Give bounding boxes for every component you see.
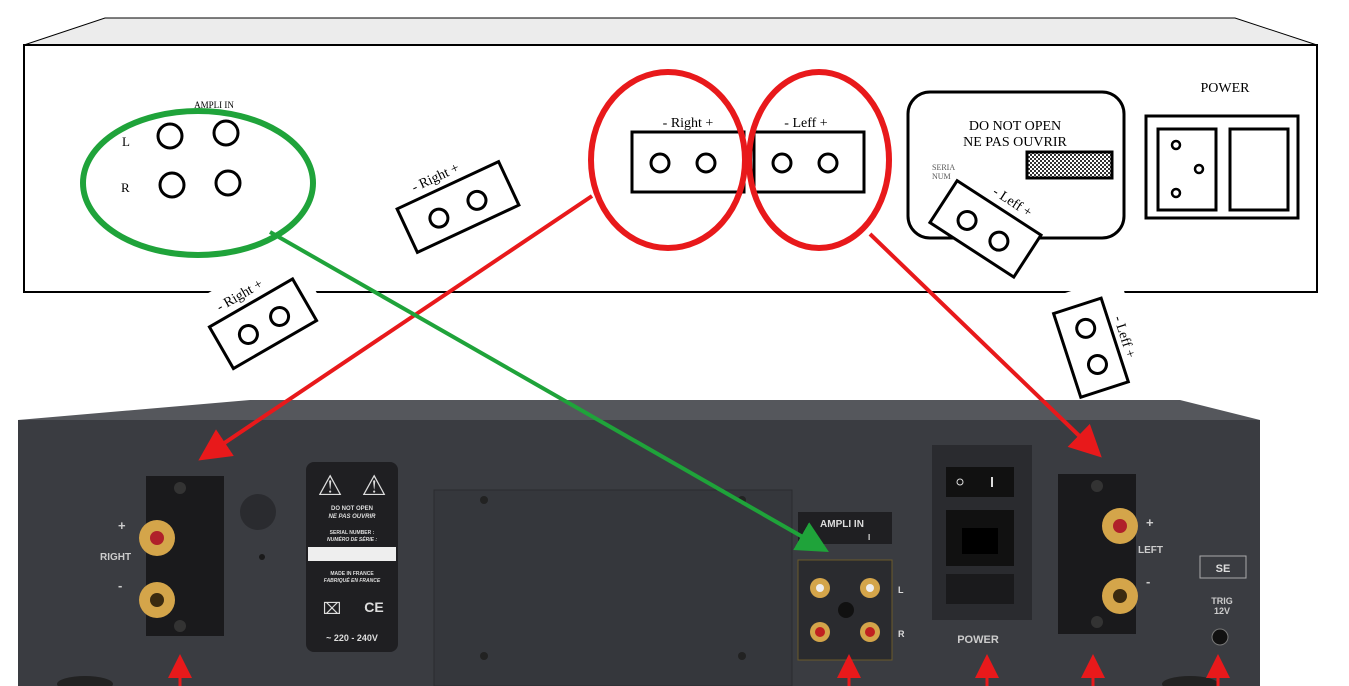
svg-text:DO NOT OPEN: DO NOT OPEN (969, 119, 1061, 134)
svg-text:L: L (898, 585, 904, 595)
svg-text:RIGHT: RIGHT (100, 552, 131, 563)
svg-text:NUM: NUM (932, 172, 951, 181)
svg-text:NE PAS OUVRIR: NE PAS OUVRIR (963, 135, 1067, 150)
svg-text:-: - (118, 578, 122, 593)
svg-text:12V: 12V (1214, 606, 1230, 616)
right-label: R (121, 180, 130, 195)
warning-icon: ⚠ (361, 471, 386, 502)
green-highlight-circle (80, 108, 316, 258)
trigger-jack[interactable] (1211, 628, 1229, 646)
power-inlet-switch: POWER (932, 445, 1032, 646)
se-badge (1199, 555, 1247, 579)
svg-text:~ 220 - 240V: ~ 220 - 240V (326, 633, 378, 643)
svg-text:DO NOT OPEN: DO NOT OPEN (331, 506, 373, 512)
serial-number-field (308, 547, 396, 561)
green-arrow-ampli-in (269, 230, 829, 552)
weee-bin-icon: ⌧ (323, 601, 341, 618)
top-schematic-panel: AMPLI IN L R - Right + - Right + - Leff … (23, 17, 1318, 293)
power-inlet-schematic: POWER (1144, 81, 1300, 220)
svg-text:+: + (1146, 515, 1154, 530)
right-speaker-terminal-schematic: - Right + (630, 116, 746, 194)
svg-text:-: - (1146, 574, 1150, 589)
left-speaker-terminals: + LEFT - (1058, 474, 1163, 634)
svg-text:I: I (868, 533, 870, 542)
ampli-in-rca-inputs: AMPLI IN I L R (797, 512, 905, 661)
left-speaker-terminal-schematic: - Leff + (752, 116, 866, 194)
svg-text:SERIA: SERIA (932, 163, 955, 172)
svg-text:LEFT: LEFT (1138, 545, 1163, 556)
svg-text:SE: SE (1216, 563, 1231, 575)
svg-text:- Right +: - Right + (663, 116, 714, 131)
svg-text:NE PAS OUVRIR: NE PAS OUVRIR (329, 514, 377, 520)
svg-text:+: + (118, 518, 126, 533)
svg-text:- Leff +: - Leff + (784, 116, 827, 131)
power-switch[interactable] (946, 467, 1014, 497)
svg-text:POWER: POWER (957, 634, 999, 646)
safety-label-sticker: ⚠ ⚠ DO NOT OPEN NE PAS OUVRIR SERIAL NUM… (306, 462, 398, 652)
svg-text:CE: CE (364, 599, 383, 615)
ampli-in-schematic: AMPLI IN L R (80, 100, 316, 258)
svg-text:MADE IN FRANCE: MADE IN FRANCE (330, 571, 374, 577)
loose-connector-left-2: - Leff + (1023, 275, 1157, 421)
svg-text:TRIG: TRIG (1211, 596, 1233, 606)
svg-text:NUMÉRO DE SÉRIE :: NUMÉRO DE SÉRIE : (327, 535, 377, 543)
svg-text:POWER: POWER (1201, 81, 1251, 96)
svg-text:R: R (898, 629, 905, 639)
svg-text:SERIAL NUMBER :: SERIAL NUMBER : (330, 530, 375, 536)
red-highlight-circle-right (588, 69, 748, 251)
amplifier-rear-panel: + RIGHT - ⚠ ⚠ DO NOT OPEN NE PAS OUVRIR … (18, 400, 1260, 686)
left-label: L (122, 134, 130, 149)
ampli-in-label: AMPLI IN (194, 100, 234, 110)
bottom-pointer-arrows (168, 654, 1230, 686)
red-highlight-circle-left (746, 69, 892, 251)
svg-text:FABRIQUÉ EN FRANCE: FABRIQUÉ EN FRANCE (324, 576, 381, 584)
serial-number-plate (1025, 150, 1114, 180)
svg-text:AMPLI IN: AMPLI IN (820, 519, 864, 530)
red-arrow-right-speaker (198, 194, 594, 461)
cover-plate (433, 489, 793, 686)
red-arrow-left-speaker (868, 232, 1102, 458)
right-speaker-terminals: + RIGHT - (100, 476, 224, 636)
electric-warning-icon: ⚠ (317, 471, 342, 502)
